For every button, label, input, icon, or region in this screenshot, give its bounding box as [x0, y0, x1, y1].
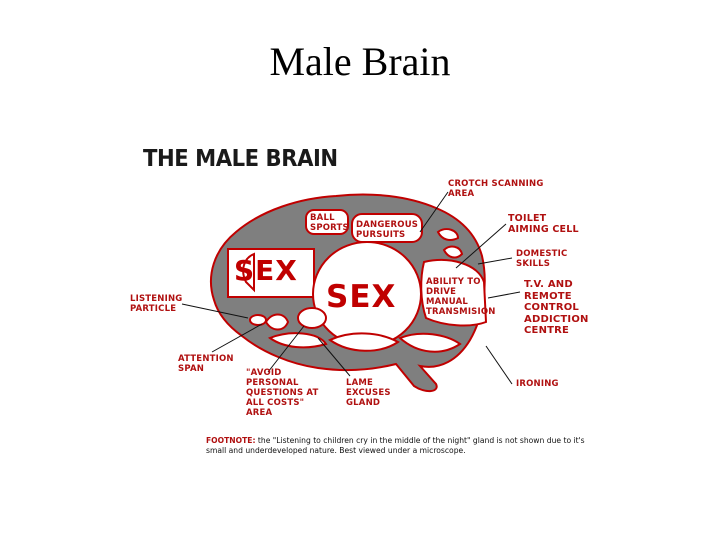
lower-region-a [267, 332, 328, 349]
dangerous-pursuits-region [351, 213, 423, 243]
attention-region [264, 313, 290, 331]
dangerous-pursuits-label: DANGEROUS PURSUITS [356, 220, 419, 240]
ball-sports-region [305, 209, 349, 235]
sex-label-center: SEX [326, 279, 397, 315]
listening-particle-label: LISTENING PARTICLE [130, 294, 183, 314]
listening-particle-region [249, 314, 267, 326]
avoid-questions-label: "AVOID PERSONAL QUESTIONS AT ALL COSTS" … [246, 368, 319, 418]
lower-region-c [398, 332, 462, 353]
tv-remote-label: T.V. AND REMOTE CONTROL ADDICTION CENTRE [524, 279, 589, 336]
lower-region-b [327, 332, 400, 352]
attention-span-label: ATTENTION SPAN [178, 354, 234, 374]
crotch-scanning-label: CROTCH SCANNING AREA [448, 179, 544, 199]
footnote-text: the "Listening to children cry in the mi… [206, 436, 585, 455]
domestic-skills-label: DOMESTIC SKILLS [516, 249, 568, 269]
ironing-label: IRONING [516, 379, 559, 389]
drive-region [420, 259, 488, 327]
ball-sports-label: BALL SPORTS [310, 213, 349, 233]
toilet-region [436, 228, 460, 241]
lame-excuses-label: LAME EXCUSES GLAND [346, 378, 391, 408]
figure-title: THE MALE BRAIN [143, 146, 338, 172]
domestic-region [442, 245, 464, 259]
footnote-label: FOOTNOTE: [206, 436, 256, 445]
sex-label-left: SEX [234, 254, 298, 287]
slide-title: Male Brain [269, 39, 451, 84]
upper-left-region [242, 252, 255, 293]
avoid-region [297, 307, 327, 329]
toilet-aiming-label: TOILET AIMING CELL [508, 213, 579, 235]
drive-label: ABILITY TO DRIVE MANUAL TRANSMISION [426, 277, 496, 317]
footnote: FOOTNOTE: the "Listening to children cry… [206, 436, 606, 456]
